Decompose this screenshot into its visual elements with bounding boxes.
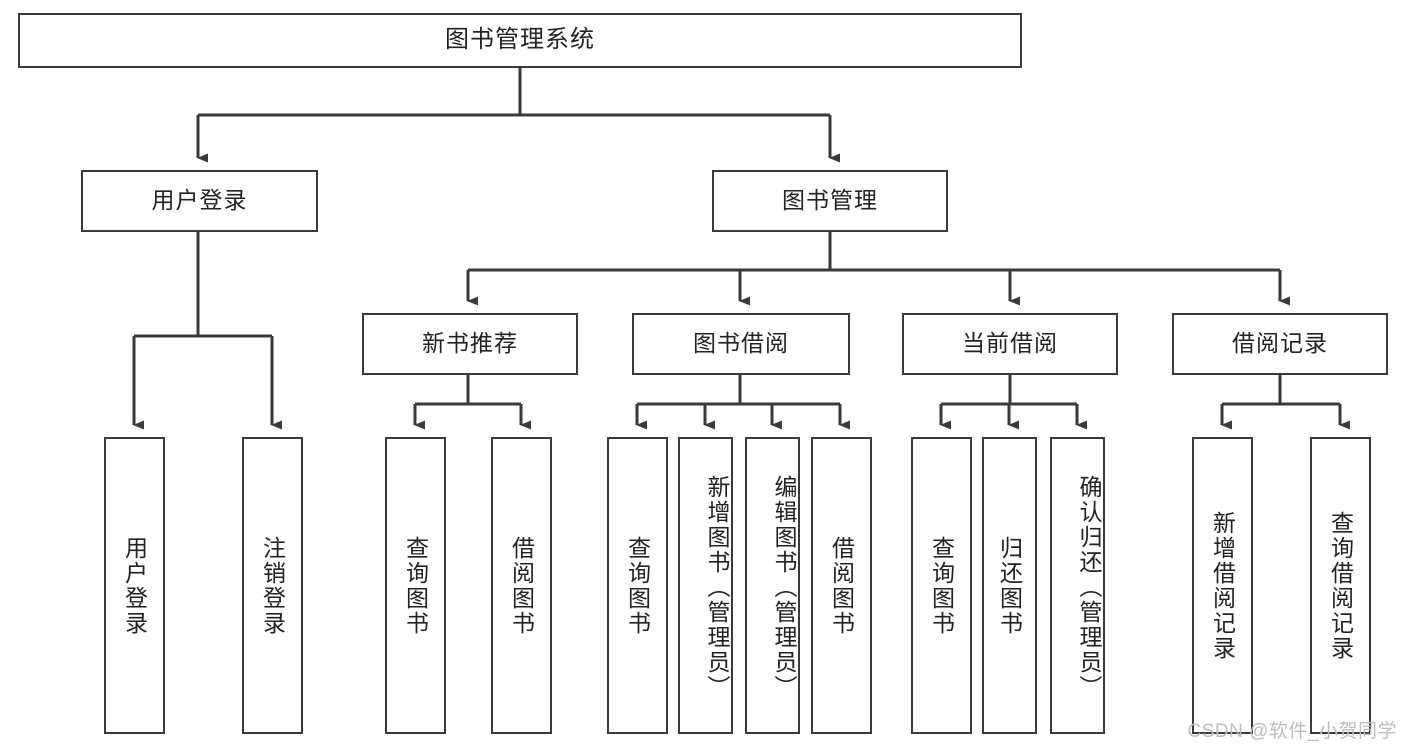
leaf-edit-book[interactable]: 编辑图书（管理员） [745,437,800,734]
node-book-borrow[interactable]: 图书借阅 [632,313,850,375]
leaf-confirm-return-label: 确认归还（管理员） [1076,475,1102,700]
node-user-login-label: 用户登录 [151,187,248,214]
node-book-borrow-label: 图书借阅 [693,330,789,357]
leaf-borrow-book-2[interactable]: 借阅图书 [811,437,872,734]
node-borrow-record-label: 借阅记录 [1232,330,1328,357]
leaf-user-login-label: 用户登录 [121,535,148,636]
node-book-manage[interactable]: 图书管理 [712,170,948,232]
leaf-borrow-book-1-label: 借阅图书 [508,535,535,636]
leaf-return-book-label: 归还图书 [996,535,1023,636]
leaf-query-book-2-label: 查询图书 [624,535,651,636]
leaf-query-record-label: 查询借阅记录 [1327,510,1354,661]
leaf-query-book-2[interactable]: 查询图书 [607,437,668,734]
node-root-label: 图书管理系统 [445,26,595,54]
leaf-add-record[interactable]: 新增借阅记录 [1192,437,1253,734]
node-root-system[interactable]: 图书管理系统 [18,13,1022,68]
leaf-confirm-return[interactable]: 确认归还（管理员） [1050,437,1105,734]
node-book-manage-label: 图书管理 [782,187,878,214]
node-new-book-recommend[interactable]: 新书推荐 [362,313,578,375]
leaf-edit-book-label: 编辑图书（管理员） [771,475,797,700]
leaf-user-login[interactable]: 用户登录 [104,437,165,734]
leaf-add-book[interactable]: 新增图书（管理员） [678,437,733,734]
leaf-add-record-label: 新增借阅记录 [1209,510,1236,661]
watermark-text: CSDN @软件_小贺同学 [1187,721,1397,742]
leaf-query-book-3-label: 查询图书 [928,535,955,636]
leaf-query-book-3[interactable]: 查询图书 [911,437,972,734]
leaf-borrow-book-2-label: 借阅图书 [828,535,855,636]
node-new-book-recommend-label: 新书推荐 [422,330,518,357]
leaf-query-book-1-label: 查询图书 [402,535,429,636]
leaf-borrow-book-1[interactable]: 借阅图书 [491,437,552,734]
node-current-borrow[interactable]: 当前借阅 [902,313,1118,375]
leaf-logout[interactable]: 注销登录 [242,437,303,734]
node-borrow-record[interactable]: 借阅记录 [1172,313,1388,375]
leaf-add-book-label: 新增图书（管理员） [704,475,730,700]
leaf-return-book[interactable]: 归还图书 [982,437,1037,734]
node-user-login[interactable]: 用户登录 [81,170,318,232]
leaf-query-record[interactable]: 查询借阅记录 [1310,437,1371,734]
leaf-logout-label: 注销登录 [259,535,286,636]
leaf-query-book-1[interactable]: 查询图书 [385,437,446,734]
node-current-borrow-label: 当前借阅 [962,330,1058,357]
